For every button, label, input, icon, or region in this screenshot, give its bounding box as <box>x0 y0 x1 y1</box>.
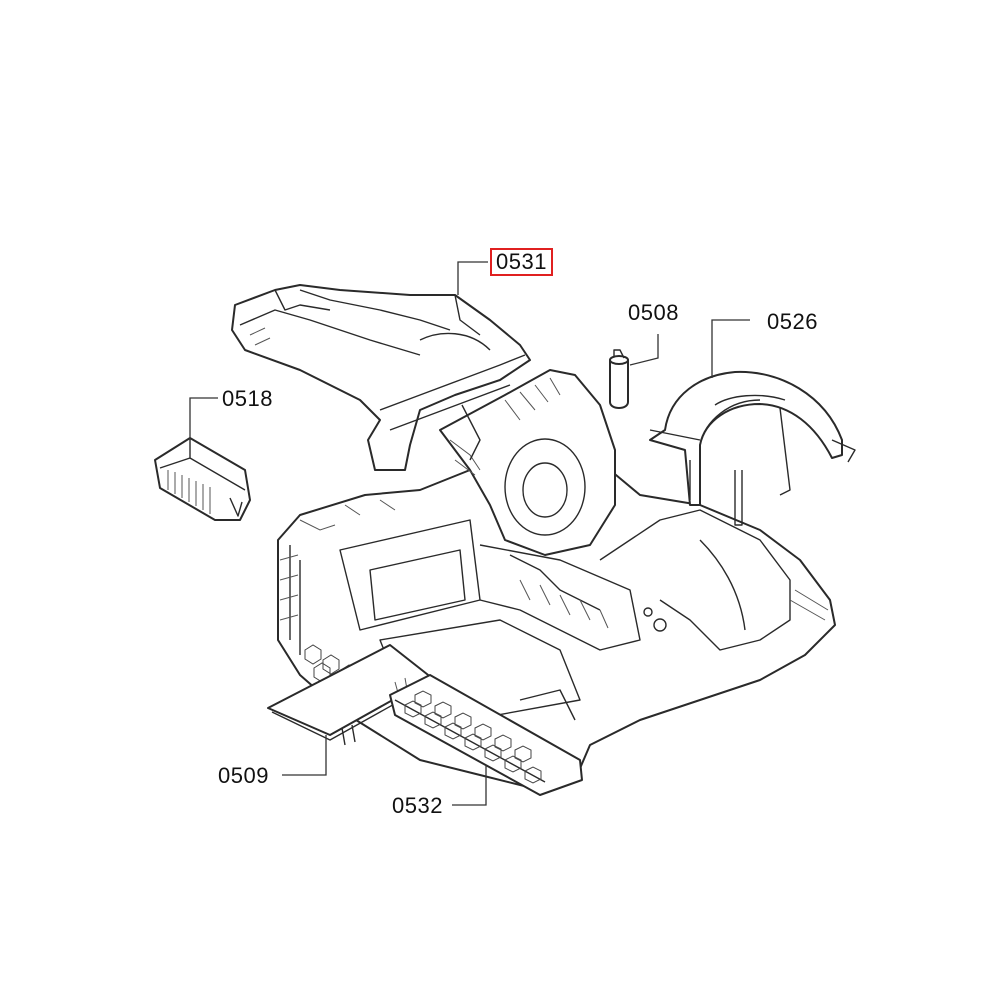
callout-0518[interactable]: 0518 <box>222 386 273 411</box>
leader-lines <box>189 261 750 806</box>
air-duct-part <box>231 284 531 471</box>
front-rail-part <box>389 674 583 796</box>
shroud-part <box>649 370 856 526</box>
callout-0532[interactable]: 0532 <box>392 793 443 818</box>
cover-part <box>154 437 251 521</box>
callout-0508[interactable]: 0508 <box>628 300 679 325</box>
leader-0532 <box>452 765 487 806</box>
leader-0509 <box>282 735 327 776</box>
callout-0526[interactable]: 0526 <box>767 309 818 334</box>
rear-duct <box>439 369 616 556</box>
leader-0526 <box>711 319 750 378</box>
leader-0508 <box>629 334 659 366</box>
leader-0531 <box>457 261 488 295</box>
cylinder-part <box>609 349 629 409</box>
leader-0518 <box>189 397 218 440</box>
callout-0509[interactable]: 0509 <box>218 763 269 788</box>
callout-0531[interactable]: 0531 <box>490 248 553 276</box>
